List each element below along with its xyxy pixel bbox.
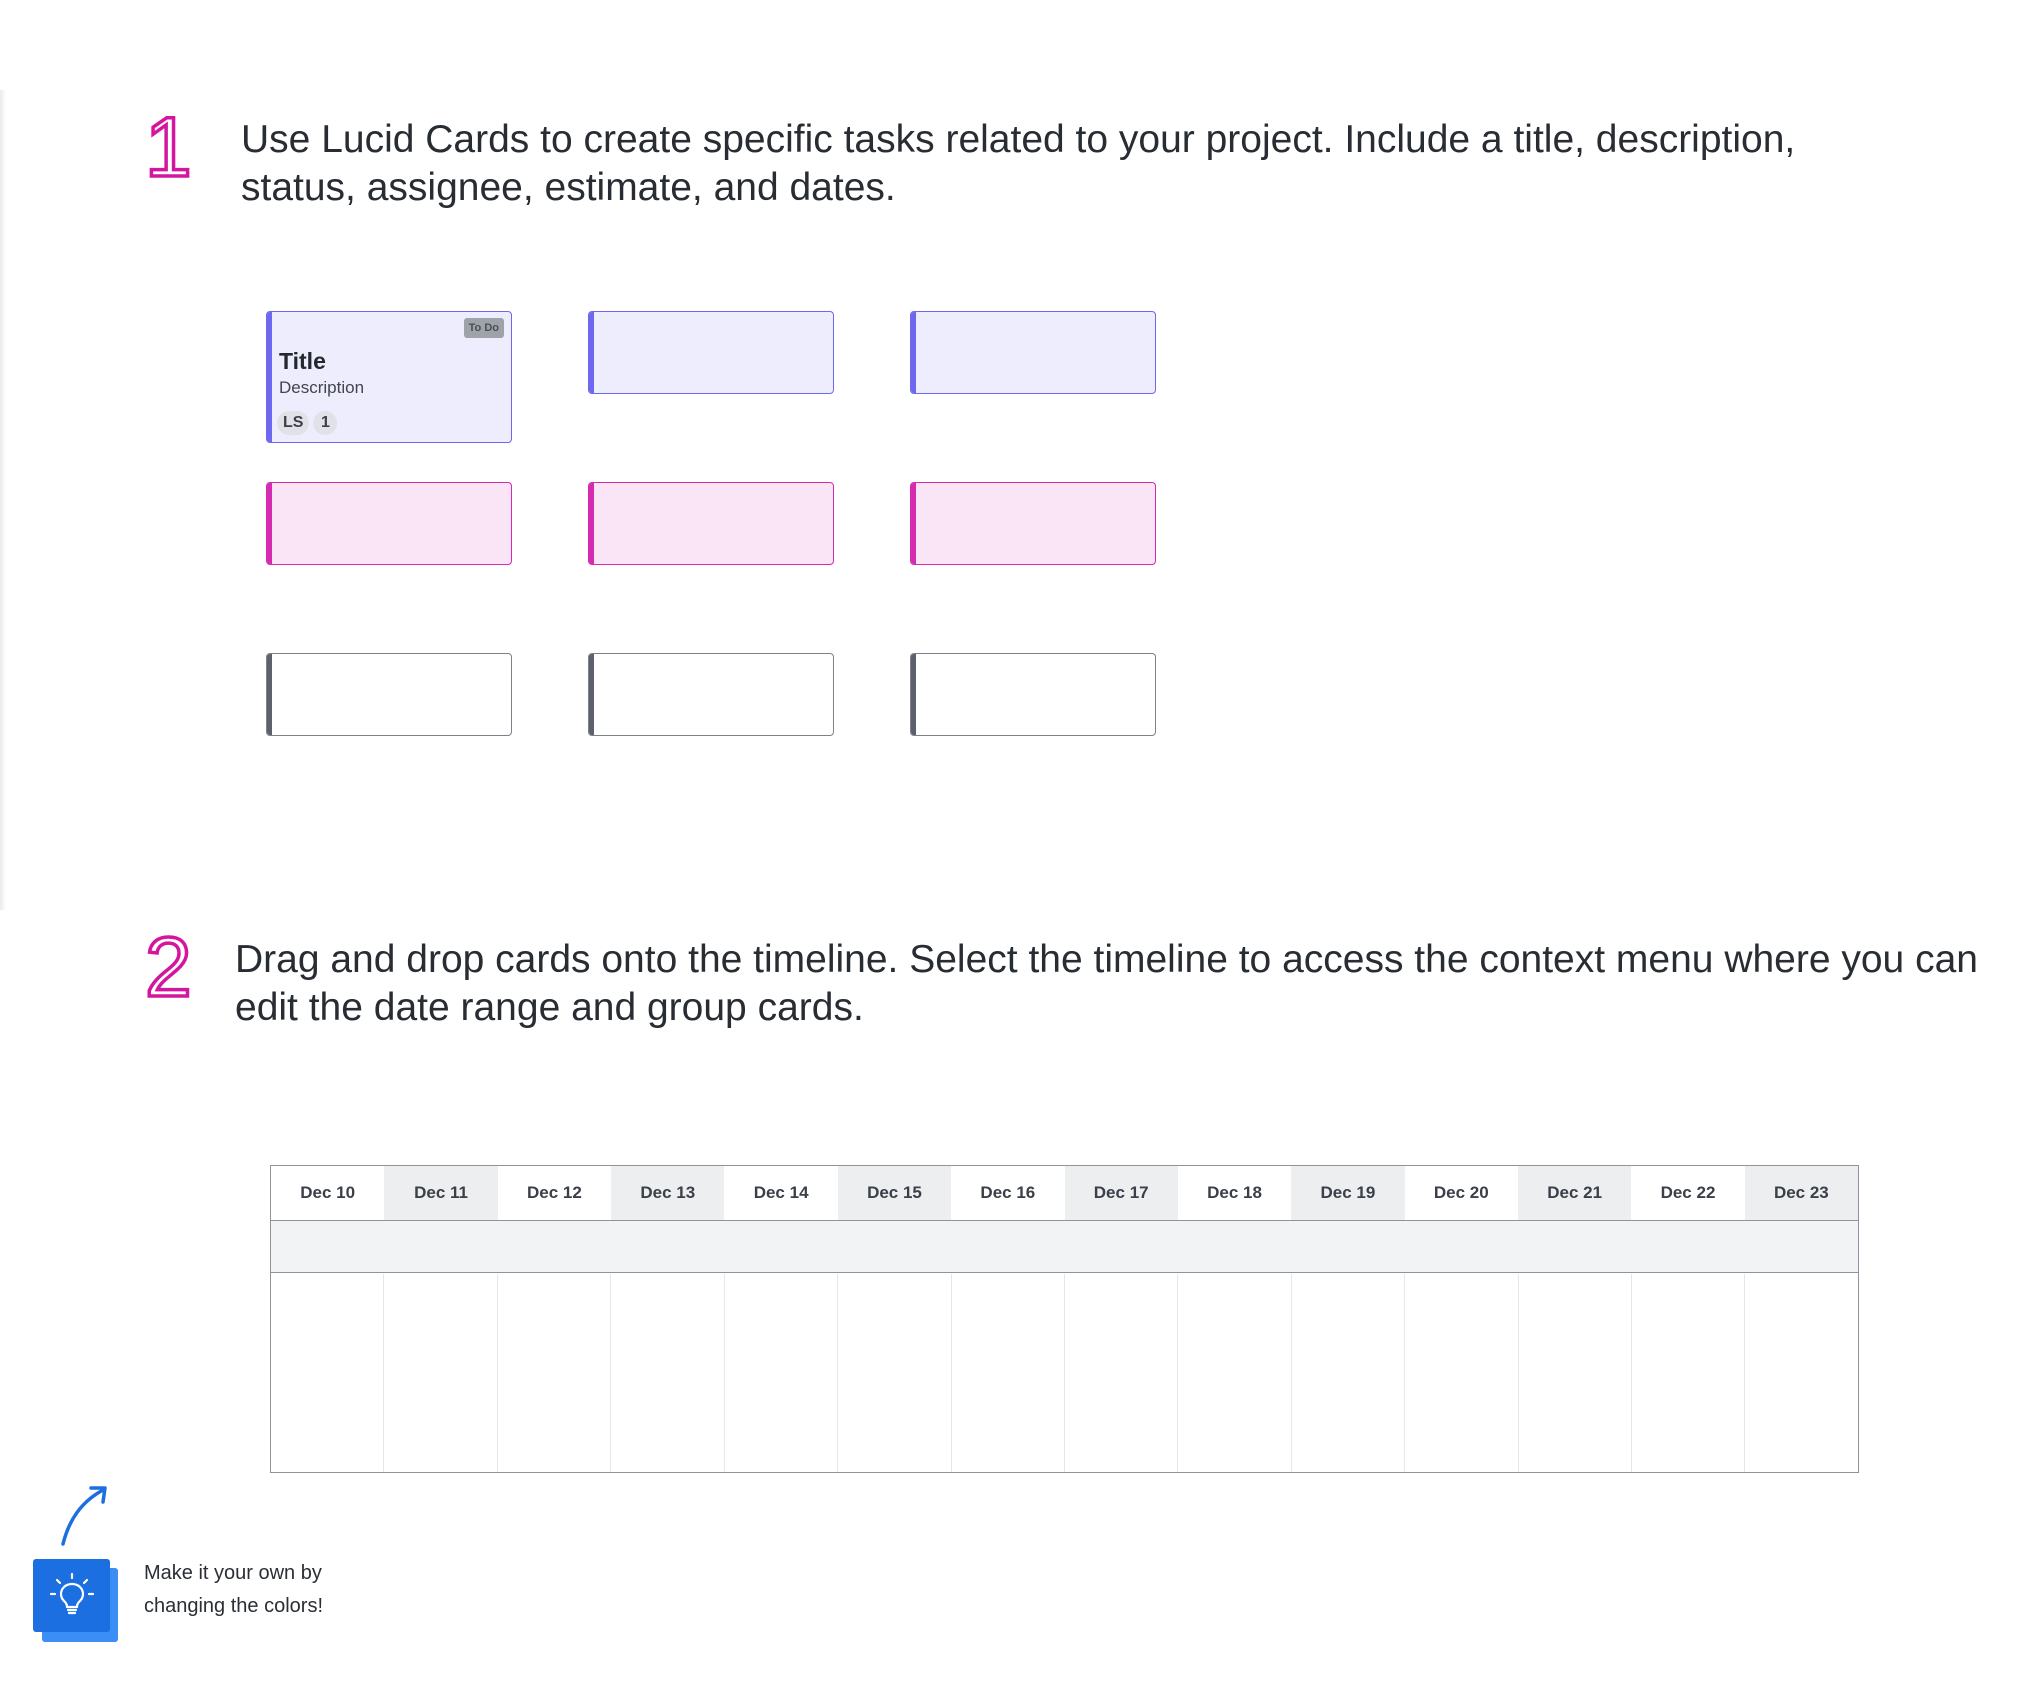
timeline-day-column[interactable] [952, 1274, 1065, 1472]
timeline-header: Dec 10 Dec 11 Dec 12 Dec 13 Dec 14 Dec 15 Dec … [271, 1166, 1859, 1221]
step-2-number: 2 [143, 920, 193, 1014]
timeline-day-column[interactable] [1065, 1274, 1179, 1472]
assignee-chip[interactable]: LS [277, 411, 310, 435]
curved-arrow-icon [61, 1486, 107, 1546]
timeline-date-header: Dec 12 [526, 1183, 582, 1202]
timeline-day-column[interactable] [1292, 1274, 1406, 1472]
timeline-date-header: Dec 21 [1517, 1166, 1632, 1220]
task-card-blue-2[interactable] [588, 311, 834, 394]
timeline-day-column[interactable] [498, 1274, 612, 1472]
card-meta: LS 1 [277, 411, 338, 435]
timeline-date-header: Dec 17 [1064, 1166, 1178, 1220]
timeline-day-column[interactable] [611, 1274, 725, 1472]
timeline-date-header: Dec 13 [611, 1166, 725, 1220]
canvas-edge-shadow [0, 90, 6, 910]
timeline-date-header: Dec 10 [300, 1183, 356, 1202]
card-description: Description [279, 378, 365, 397]
timeline[interactable]: Dec 10 Dec 11 Dec 12 Dec 13 Dec 14 Dec 15 Dec … [270, 1165, 1859, 1473]
timeline-day-column[interactable] [725, 1274, 839, 1472]
timeline-date-header: Dec 18 [1207, 1183, 1262, 1202]
timeline-date-header: Dec 19 [1291, 1166, 1405, 1220]
step-1-number: 1 [143, 100, 193, 194]
timeline-date-header: Dec 23 [1744, 1166, 1859, 1220]
timeline-day-column[interactable] [1178, 1274, 1292, 1472]
timeline-date-header: Dec 11 [384, 1166, 498, 1220]
timeline-day-column[interactable] [1632, 1274, 1746, 1472]
timeline-date-header: Dec 14 [753, 1183, 809, 1202]
timeline-day-column[interactable] [1745, 1274, 1857, 1472]
timeline-day-column[interactable] [384, 1274, 498, 1472]
timeline-date-header: Dec 22 [1660, 1183, 1716, 1202]
timeline-date-header: Dec 15 [837, 1166, 952, 1220]
tip-icon-box [33, 1559, 110, 1632]
card-title: Title [279, 348, 326, 374]
task-card-sample[interactable]: To Do Title Description LS 1 [266, 311, 512, 443]
task-card-gray-2[interactable] [588, 653, 834, 736]
step-2-instructions: Drag and drop cards onto the timeline. S… [235, 938, 1978, 1029]
task-card-pink-3[interactable] [910, 482, 1156, 565]
step-1-instructions: Use Lucid Cards to create specific tasks… [241, 118, 1796, 209]
timeline-day-column[interactable] [838, 1274, 952, 1472]
timeline-day-column[interactable] [1519, 1274, 1633, 1472]
lightbulb-icon [49, 1572, 94, 1614]
timeline-group-row[interactable] [271, 1221, 1858, 1273]
status-badge[interactable]: To Do [463, 318, 504, 338]
tip-text: Make it your own by changing the colors! [144, 1562, 324, 1617]
timeline-date-header: Dec 20 [1433, 1183, 1489, 1202]
timeline-day-column[interactable] [1405, 1274, 1519, 1472]
task-card-blue-3[interactable] [910, 311, 1156, 394]
task-card-gray-3[interactable] [910, 653, 1156, 736]
task-card-gray-1[interactable] [266, 653, 512, 736]
timeline-date-header: Dec 16 [980, 1183, 1036, 1202]
timeline-day-column[interactable] [271, 1274, 385, 1472]
estimate-chip[interactable]: 1 [313, 411, 338, 435]
task-card-pink-1[interactable] [266, 482, 512, 565]
timeline-body[interactable] [271, 1274, 1858, 1472]
task-card-pink-2[interactable] [588, 482, 834, 565]
